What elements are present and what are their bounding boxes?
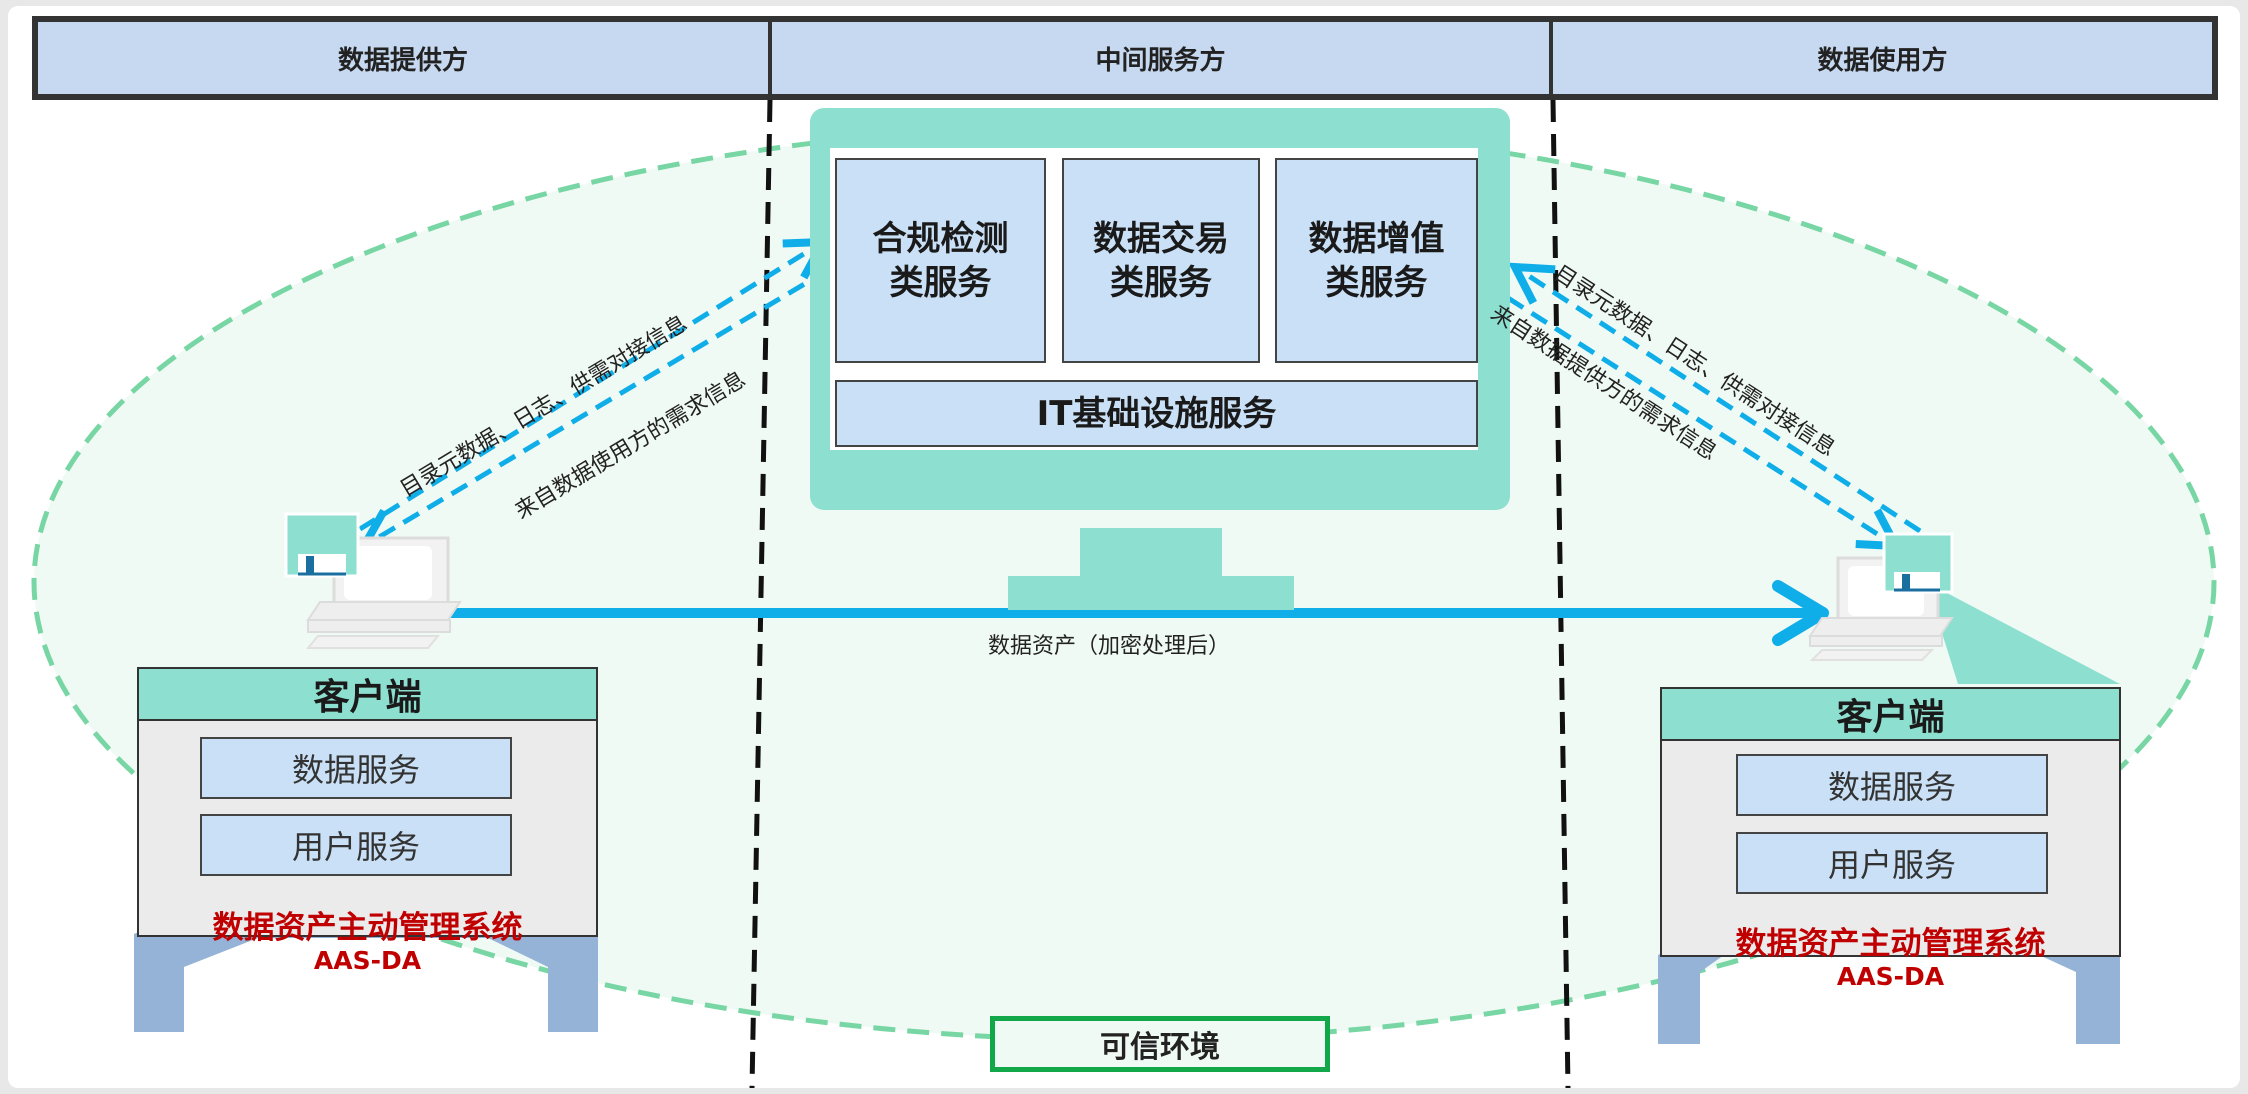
flow-arrow-right-lower xyxy=(1506,295,1903,551)
header-provider: 数据提供方 xyxy=(337,45,468,76)
provider-computer-icon xyxy=(284,512,462,649)
service-compliance-line2: 类服务 xyxy=(889,262,992,303)
service-trading[interactable]: 数据交易 类服务 xyxy=(1062,158,1260,363)
flow-arrow-left-lower xyxy=(357,267,830,551)
separator-right xyxy=(1550,99,1571,1088)
service-value-added[interactable]: 数据增值 类服务 xyxy=(1275,158,1478,363)
trusted-environment-label: 可信环境 xyxy=(990,1016,1330,1072)
consumer-user-service[interactable]: 用户服务 xyxy=(1736,832,2048,894)
service-trading-line1: 数据交易 xyxy=(1093,218,1229,259)
monitor-stand-base xyxy=(1008,576,1294,610)
header-consumer: 数据使用方 xyxy=(1549,22,2212,94)
service-value-added-line2: 类服务 xyxy=(1325,262,1428,303)
flow-arrow-right-upper xyxy=(1508,262,1922,534)
service-value-added-line1: 数据增值 xyxy=(1308,218,1445,259)
client-callout-wedge xyxy=(1926,582,2120,684)
service-trading-line2: 类服务 xyxy=(1110,262,1212,303)
provider-client-title: 客户端 xyxy=(139,669,596,721)
consumer-computer-icon xyxy=(1808,532,1954,661)
consumer-client-panel: 客户端 xyxy=(1660,687,2121,957)
consumer-system-code: AAS-DA xyxy=(1836,962,1945,991)
provider-system-code: AAS-DA xyxy=(313,946,422,975)
monitor-stand-neck xyxy=(1080,528,1222,578)
consumer-data-service[interactable]: 数据服务 xyxy=(1736,754,2048,816)
asset-transfer-label: 数据资产（加密处理后） xyxy=(988,634,1231,659)
provider-user-service[interactable]: 用户服务 xyxy=(200,814,512,876)
provider-system-name: 数据资产主动管理系统 xyxy=(212,910,523,946)
separator-left xyxy=(749,99,773,1088)
diagram-canvas: 数据提供方 中间服务方 数据使用方 合规检测 类服务 数据交易 类服务 数据增值… xyxy=(8,6,2240,1088)
provider-data-service[interactable]: 数据服务 xyxy=(200,737,512,799)
asset-transfer-arrowhead xyxy=(1772,580,1829,646)
flow-arrow-left-upper xyxy=(358,237,830,532)
header-intermediary: 中间服务方 xyxy=(768,22,1549,94)
service-compliance[interactable]: 合规检测 类服务 xyxy=(835,158,1046,363)
service-it-infrastructure[interactable]: IT基础设施服务 xyxy=(835,380,1478,447)
role-header: 数据提供方 中间服务方 数据使用方 xyxy=(32,16,2218,100)
service-compliance-line1: 合规检测 xyxy=(872,218,1009,259)
provider-client-panel: 客户端 xyxy=(137,667,598,937)
consumer-system-name: 数据资产主动管理系统 xyxy=(1735,926,2046,962)
consumer-client-title: 客户端 xyxy=(1662,689,2119,741)
